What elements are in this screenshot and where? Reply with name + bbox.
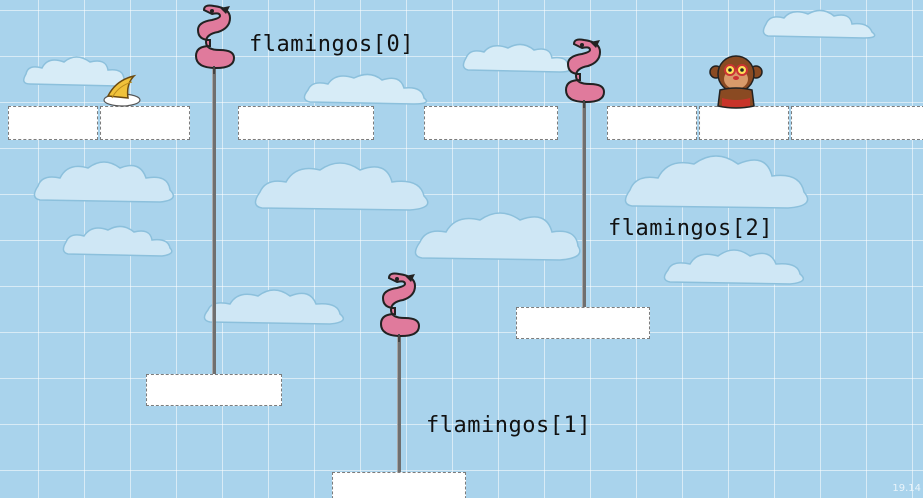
flamingo-icon[interactable] [375, 272, 425, 342]
cloud-decoration [762, 9, 876, 39]
flamingo-pole-2 [582, 96, 586, 307]
cloud-decoration [203, 289, 345, 325]
flamingo-pole-0 [212, 62, 216, 374]
flamingo-platform-2 [516, 307, 650, 339]
cloud-decoration [624, 155, 809, 209]
banana-icon[interactable] [98, 74, 144, 108]
flamingo-label-1: flamingos[1] [426, 413, 591, 438]
monkey-icon[interactable] [708, 52, 764, 110]
flamingo-icon[interactable] [190, 4, 240, 74]
cloud-decoration [62, 225, 173, 257]
platform-top-4 [424, 106, 558, 140]
platform-top-2 [100, 106, 190, 140]
cloud-decoration [303, 73, 428, 105]
cloud-decoration [663, 249, 805, 285]
platform-top-3 [238, 106, 374, 140]
flamingo-label-2: flamingos[2] [608, 216, 773, 241]
frame-counter: 19.14 [892, 483, 921, 494]
flamingo-platform-0 [146, 374, 282, 406]
cloud-decoration [414, 212, 581, 261]
flamingo-platform-1 [332, 472, 466, 498]
cloud-decoration [254, 162, 429, 211]
platform-top-1 [8, 106, 98, 140]
cloud-decoration [33, 161, 175, 203]
platform-top-5 [607, 106, 697, 140]
platform-top-6 [699, 106, 789, 140]
flamingo-icon[interactable] [560, 38, 610, 108]
platform-top-7 [791, 106, 923, 140]
flamingo-pole-1 [397, 336, 401, 472]
flamingo-label-0: flamingos[0] [249, 32, 414, 57]
